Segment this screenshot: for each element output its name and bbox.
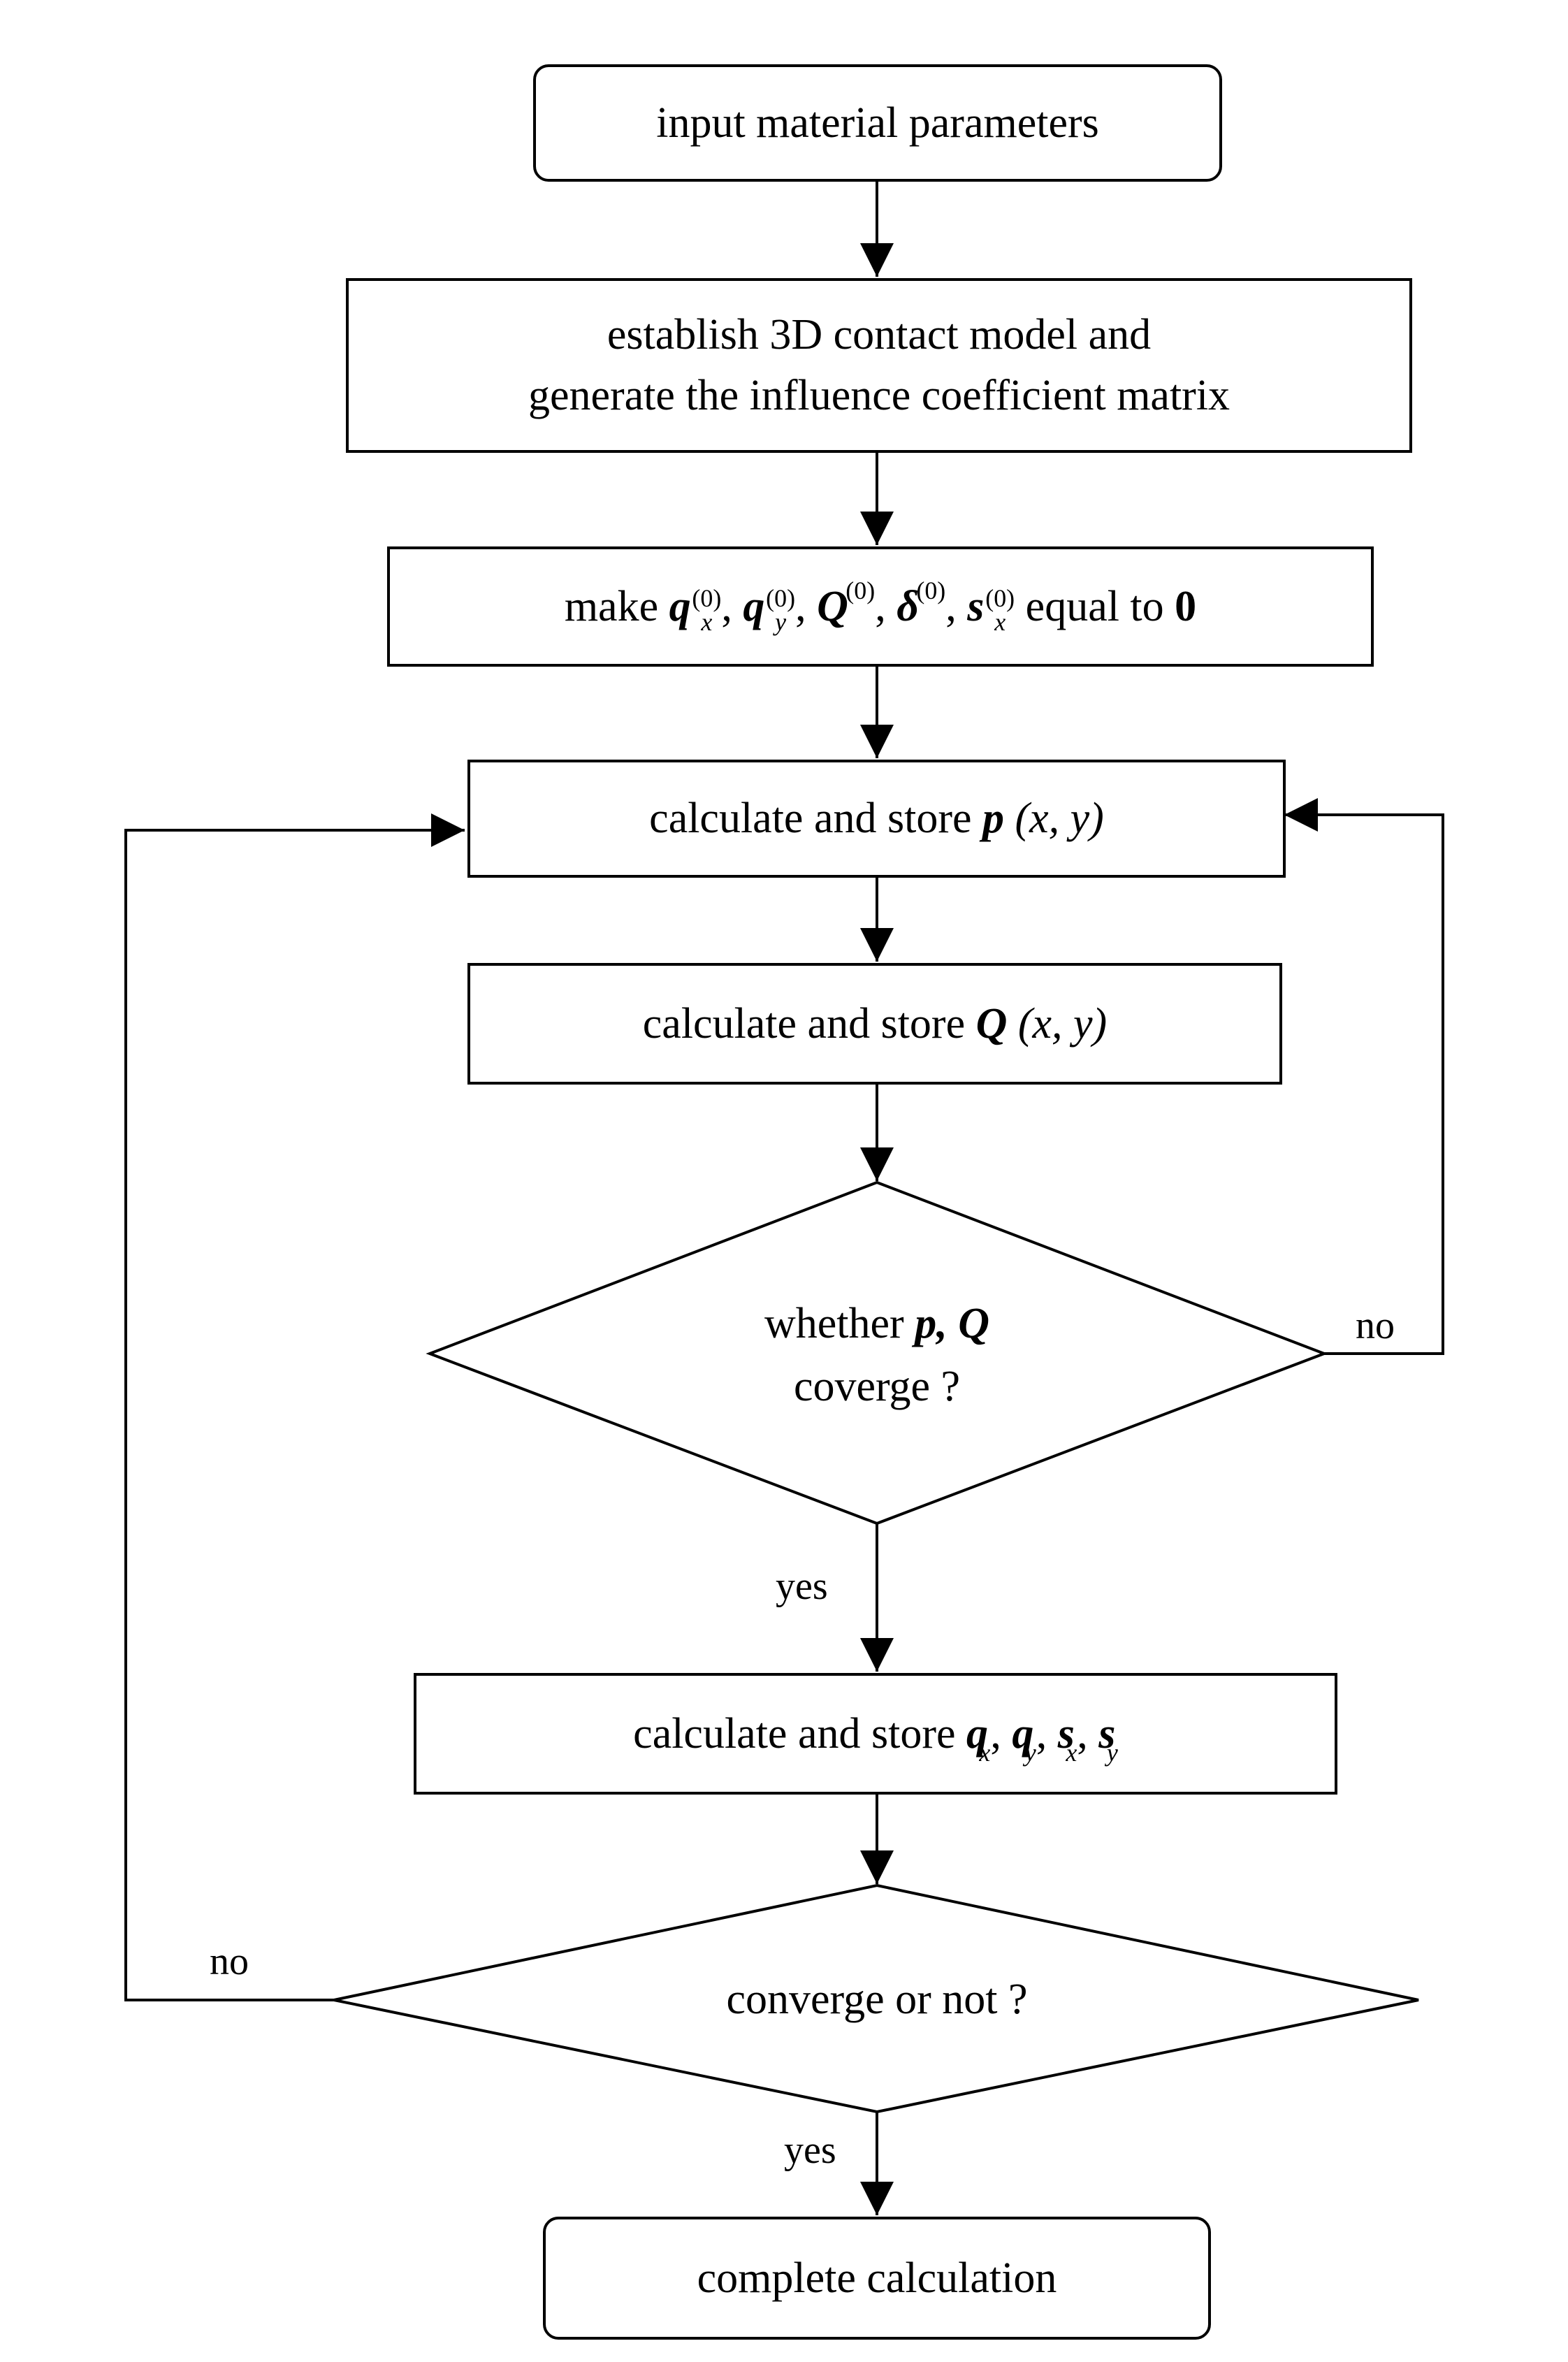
- calc-qs-label: calculate and store qx, qy, sx, sy: [633, 1709, 1118, 1767]
- init-value-zero: 0: [1175, 582, 1197, 630]
- edge-label-decision2-no: no: [210, 1940, 249, 1983]
- process-node-initialize-zero: make q(0)x, q(0)y, Q(0), δ(0), s(0)x equ…: [387, 546, 1374, 667]
- decision1-line2: coverge ?: [793, 1363, 961, 1410]
- process-node-calc-p: calculate and store p (x, y): [467, 760, 1286, 878]
- establish-label-line1: establish 3D contact model and: [607, 311, 1152, 359]
- decision1-label: whether p, Q coverge ?: [667, 1286, 1087, 1426]
- calc-qs-symbol-qy: q: [1012, 1709, 1034, 1758]
- calc-p-args: (x, y): [1015, 795, 1104, 843]
- init-suffix: equal to: [1025, 582, 1164, 630]
- decision1-symbols: p, Q: [915, 1300, 989, 1348]
- edge-label-decision2-yes: yes: [784, 2129, 836, 2172]
- loop-decision2-no: [124, 813, 465, 2001]
- init-prefix: make: [564, 582, 659, 630]
- calc-Q-prefix: calculate and store: [642, 999, 966, 1048]
- start-node-label: input material parameters: [656, 99, 1099, 147]
- process-node-calc-q-s: calculate and store qx, qy, sx, sy: [414, 1673, 1337, 1795]
- init-label: make q(0)x, q(0)y, Q(0), δ(0), s(0)x equ…: [564, 577, 1197, 637]
- decision1-diamond: [426, 1180, 1328, 1526]
- calc-p-prefix: calculate and store: [649, 795, 972, 843]
- process-node-calc-Q: calculate and store Q (x, y): [467, 963, 1282, 1085]
- calc-qs-prefix: calculate and store: [633, 1709, 956, 1758]
- calc-p-label: calculate and store p (x, y): [649, 788, 1104, 849]
- init-symbol-sx: s: [967, 582, 985, 630]
- decision1-line1: whether p, Q: [764, 1300, 989, 1348]
- calc-Q-label: calculate and store Q (x, y): [643, 994, 1107, 1055]
- calc-Q-args: (x, y): [1017, 999, 1108, 1048]
- loop-decision1-no: [1284, 798, 1444, 1355]
- init-symbol-qy: q: [743, 582, 765, 630]
- calc-qs-symbol-qx: q: [966, 1709, 988, 1758]
- init-script-qy: (0)y: [766, 584, 796, 637]
- edge-label-decision1-yes: yes: [776, 1565, 828, 1608]
- init-symbol-Q: Q: [817, 582, 848, 630]
- edge-label-decision1-no: no: [1356, 1304, 1395, 1347]
- init-script-qx: (0)x: [692, 584, 722, 637]
- establish-label-line2: generate the influence coefficient matri…: [528, 372, 1231, 419]
- calc-qs-symbol-sy: s: [1098, 1709, 1116, 1758]
- decision2-diamond: [333, 1883, 1419, 2114]
- init-symbol-qx: q: [669, 582, 691, 630]
- init-script-delta: (0): [916, 577, 946, 605]
- start-node-input-material-parameters: input material parameters: [533, 64, 1222, 182]
- end-node-label: complete calculation: [697, 2254, 1057, 2302]
- init-symbol-delta: δ: [896, 582, 919, 630]
- calc-p-symbol: p: [982, 795, 1004, 843]
- decision2-label: converge or not ?: [726, 1976, 1028, 2024]
- init-script-sx: (0)x: [985, 584, 1015, 637]
- init-script-Q: (0): [845, 577, 876, 605]
- process-node-establish-model: establish 3D contact model and generate …: [346, 278, 1412, 453]
- calc-Q-symbol: Q: [975, 999, 1008, 1048]
- calc-qs-symbol-sx: s: [1057, 1709, 1075, 1758]
- end-node-complete-calculation: complete calculation: [543, 2217, 1211, 2340]
